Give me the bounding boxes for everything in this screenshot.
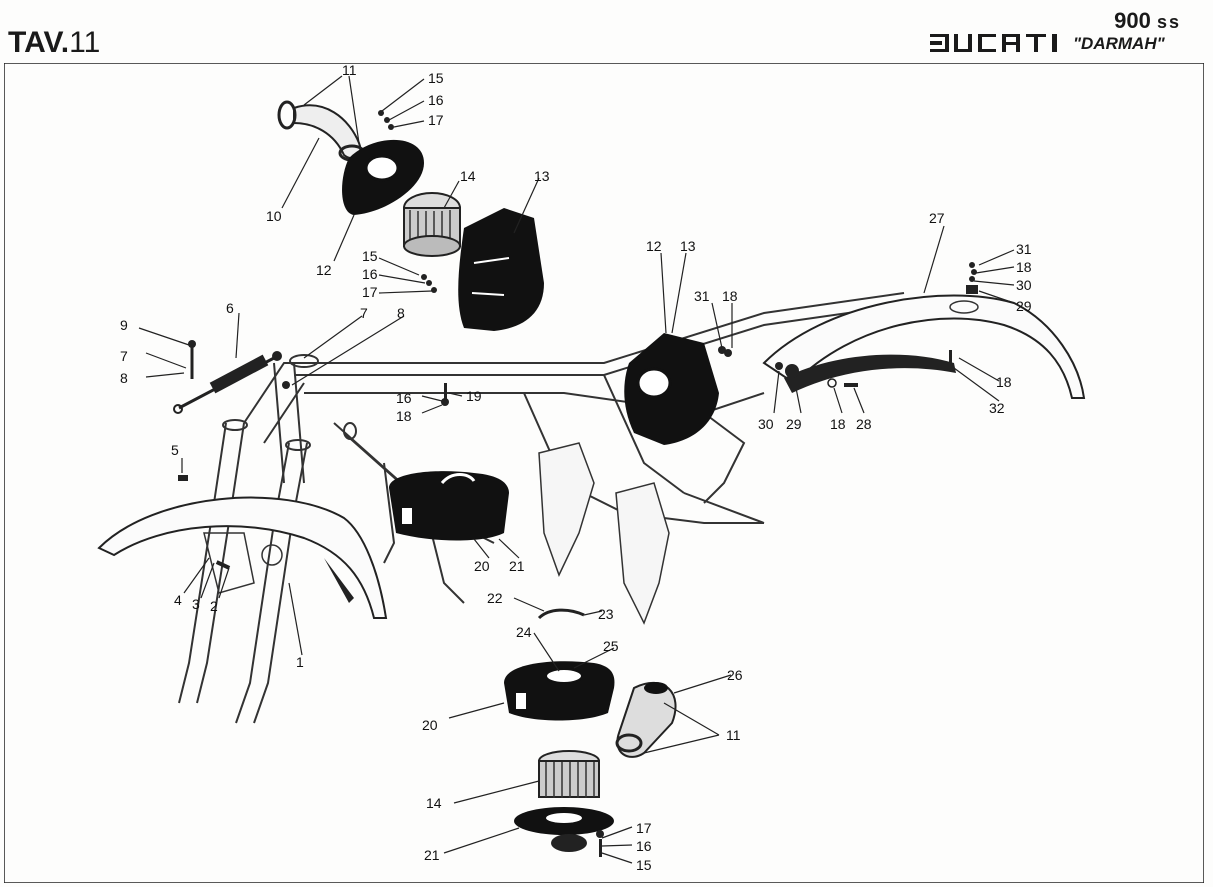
callout-1: 1 bbox=[296, 654, 304, 670]
callout-31: 31 bbox=[694, 288, 710, 304]
callout-17: 17 bbox=[428, 112, 444, 128]
callout-14: 14 bbox=[426, 795, 442, 811]
callout-labels: 11 15 16 17 10 14 13 12 15 16 17 12 13 2… bbox=[120, 63, 1032, 873]
callout-21: 21 bbox=[424, 847, 440, 863]
air-filter-top bbox=[403, 192, 461, 257]
callout-4: 4 bbox=[174, 592, 182, 608]
airbox-cover-top bbox=[342, 139, 424, 215]
callout-8: 8 bbox=[397, 305, 405, 321]
ducati-logo bbox=[930, 34, 1057, 52]
callout-18: 18 bbox=[830, 416, 846, 432]
callout-6: 6 bbox=[226, 300, 234, 316]
callout-18: 18 bbox=[1016, 259, 1032, 275]
model-designation: 900 ss bbox=[1114, 8, 1181, 34]
callout-11: 11 bbox=[342, 63, 357, 78]
callout-27: 27 bbox=[929, 210, 945, 226]
callout-8: 8 bbox=[120, 370, 128, 386]
intake-hose-lower bbox=[615, 682, 677, 758]
airbox-highlight bbox=[471, 257, 510, 296]
callout-30: 30 bbox=[1016, 277, 1032, 293]
callout-20: 20 bbox=[422, 717, 438, 733]
rear-mudguard-slot bbox=[949, 300, 979, 314]
callout-18: 18 bbox=[722, 288, 738, 304]
air-filter-lower bbox=[538, 750, 600, 798]
callout-9: 9 bbox=[120, 317, 128, 333]
callout-15: 15 bbox=[428, 70, 444, 86]
diagram-border bbox=[4, 63, 1204, 883]
callout-22: 22 bbox=[487, 590, 503, 606]
mudguard-shadow bbox=[324, 558, 354, 603]
rear-mudguard bbox=[762, 294, 1086, 399]
callout-32: 32 bbox=[989, 400, 1005, 416]
callout-18: 18 bbox=[996, 374, 1012, 390]
callout-16: 16 bbox=[428, 92, 444, 108]
callout-5: 5 bbox=[171, 442, 179, 458]
callout-17: 17 bbox=[362, 284, 378, 300]
callout-21: 21 bbox=[509, 558, 525, 574]
front-fork bbox=[178, 419, 311, 724]
model-name: "DARMAH" bbox=[1073, 34, 1165, 53]
steering-damper bbox=[173, 351, 282, 414]
intake-hose-top bbox=[277, 100, 366, 162]
plate-prefix: TAV. bbox=[8, 26, 70, 59]
front-mudguard bbox=[97, 496, 388, 619]
mudguard-hole bbox=[261, 544, 283, 566]
side-plate-left bbox=[538, 442, 595, 577]
airbox-housing-right bbox=[624, 333, 719, 445]
callout-7: 7 bbox=[120, 348, 128, 364]
airbox-housing-top bbox=[458, 208, 544, 331]
exploded-view-diagram: 11 15 16 17 10 14 13 12 15 16 17 12 13 2… bbox=[4, 63, 1204, 883]
callout-11: 11 bbox=[726, 727, 741, 743]
callout-23: 23 bbox=[598, 606, 614, 622]
callout-13: 13 bbox=[534, 168, 550, 184]
leader-lines bbox=[138, 75, 1015, 864]
airbox-center bbox=[389, 471, 509, 541]
callout-16: 16 bbox=[636, 838, 652, 854]
callout-30: 30 bbox=[758, 416, 774, 432]
callout-29: 29 bbox=[786, 416, 802, 432]
callout-7: 7 bbox=[360, 305, 368, 321]
callout-20: 20 bbox=[474, 558, 490, 574]
hardware-bits bbox=[178, 110, 978, 857]
callout-2: 2 bbox=[210, 598, 218, 614]
callout-24: 24 bbox=[516, 624, 532, 640]
rear-mudguard-shadow bbox=[784, 354, 956, 393]
model-number: 900 bbox=[1114, 8, 1151, 33]
callout-10: 10 bbox=[266, 208, 282, 224]
callout-15: 15 bbox=[362, 248, 378, 264]
callout-28: 28 bbox=[856, 416, 872, 432]
callout-16: 16 bbox=[362, 266, 378, 282]
callout-12: 12 bbox=[646, 238, 662, 254]
callout-19: 19 bbox=[466, 388, 482, 404]
callout-25: 25 bbox=[603, 638, 619, 654]
callout-29: 29 bbox=[1016, 298, 1032, 314]
callout-31: 31 bbox=[1016, 241, 1032, 257]
callout-16: 16 bbox=[396, 390, 412, 406]
callout-18: 18 bbox=[396, 408, 412, 424]
callout-14: 14 bbox=[460, 168, 476, 184]
callout-3: 3 bbox=[192, 596, 200, 612]
side-plate-right bbox=[615, 482, 670, 625]
callout-13: 13 bbox=[680, 238, 696, 254]
callout-15: 15 bbox=[636, 857, 652, 873]
callout-17: 17 bbox=[636, 820, 652, 836]
plate-number: 11 bbox=[69, 26, 101, 59]
damper-bolt-head bbox=[188, 340, 196, 348]
model-suffix: ss bbox=[1156, 12, 1181, 32]
callout-12: 12 bbox=[316, 262, 332, 278]
airbox-lower bbox=[504, 661, 615, 721]
mudguard-bracket bbox=[203, 532, 255, 594]
airbox-lower-cover bbox=[514, 807, 614, 852]
callout-26: 26 bbox=[727, 667, 743, 683]
plate-title: TAV.11 bbox=[8, 26, 100, 60]
